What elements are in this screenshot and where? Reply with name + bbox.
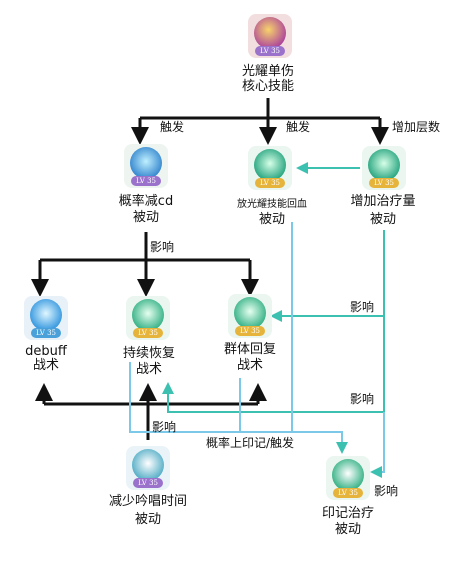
edge-label-influence-chant: 影响 bbox=[152, 420, 177, 434]
level-badge: LV 35 bbox=[255, 46, 285, 56]
level-badge: LV 35 bbox=[255, 178, 285, 188]
level-badge: LV 35 bbox=[133, 328, 163, 338]
group-heal-title: 群体回复 bbox=[223, 342, 276, 357]
group-heal-skill-icon bbox=[234, 297, 266, 329]
core-subtitle: 核心技能 bbox=[241, 79, 294, 94]
skill-node-cd[interactable]: LV 35 bbox=[124, 144, 168, 188]
core-trigger-lines bbox=[131, 98, 389, 145]
cd-influence-lines bbox=[31, 232, 259, 297]
level-badge: LV 35 bbox=[369, 178, 399, 188]
debuff-skill-icon bbox=[30, 299, 62, 331]
chant-skill-icon bbox=[132, 449, 164, 481]
level-badge: LV 35 bbox=[235, 326, 265, 336]
mark-title: 印记治疗 bbox=[321, 506, 374, 521]
group-heal-subtitle: 战术 bbox=[236, 358, 263, 373]
heal-flash-title: 放光耀技能回血 bbox=[237, 199, 307, 210]
level-badge: LV 35 bbox=[133, 478, 163, 488]
skill-node-debuff[interactable]: LV 35 bbox=[24, 296, 68, 340]
chant-title: 减少吟唱时间 bbox=[108, 494, 187, 509]
skill-node-core[interactable]: LV 35 bbox=[248, 14, 292, 58]
heal-up-subtitle: 被动 bbox=[369, 212, 396, 227]
level-badge: LV 35 bbox=[131, 176, 161, 186]
cd-skill-icon bbox=[130, 147, 162, 179]
edge-label-influence-cd: 影响 bbox=[150, 240, 175, 254]
blue-lines bbox=[129, 222, 385, 478]
mark-skill-icon bbox=[332, 459, 364, 491]
mark-subtitle: 被动 bbox=[334, 522, 361, 537]
edge-label-influence-group: 影响 bbox=[350, 300, 375, 314]
edge-label-mark-trigger: 概率上印记/触发 bbox=[206, 436, 295, 450]
skill-node-group-heal[interactable]: LV 35 bbox=[228, 294, 272, 338]
teal-lines bbox=[162, 162, 385, 413]
debuff-subtitle: 战术 bbox=[32, 358, 59, 373]
cd-subtitle: 被动 bbox=[132, 210, 159, 225]
level-badge: LV 35 bbox=[31, 328, 61, 338]
cd-title: 概率减cd bbox=[118, 194, 174, 209]
skill-node-regen[interactable]: LV 35 bbox=[126, 296, 170, 340]
debuff-title: debuff bbox=[25, 344, 67, 359]
edge-label-influence-mark: 影响 bbox=[374, 484, 399, 498]
heal-up-skill-icon bbox=[368, 149, 400, 181]
skill-node-heal-flash[interactable]: LV 35 bbox=[248, 146, 292, 190]
edge-label-trigger-b: 触发 bbox=[286, 120, 311, 134]
edge-label-influence-bottom: 影响 bbox=[350, 392, 375, 406]
core-skill-icon bbox=[254, 17, 286, 49]
regen-title: 持续恢复 bbox=[122, 346, 175, 361]
heal-flash-skill-icon bbox=[254, 149, 286, 181]
edge-label-stacks: 增加层数 bbox=[392, 120, 441, 134]
heal-up-title: 增加治疗量 bbox=[350, 194, 416, 209]
core-title: 光耀单伤 bbox=[241, 64, 294, 79]
chant-subtitle: 被动 bbox=[134, 512, 161, 527]
skill-node-heal-up[interactable]: LV 35 bbox=[362, 146, 406, 190]
regen-subtitle: 战术 bbox=[135, 362, 162, 377]
regen-skill-icon bbox=[132, 299, 164, 331]
edge-label-trigger-a: 触发 bbox=[160, 120, 185, 134]
skill-node-mark[interactable]: LV 35 bbox=[326, 456, 370, 500]
level-badge: LV 35 bbox=[333, 488, 363, 498]
skill-node-chant[interactable]: LV 35 bbox=[126, 446, 170, 490]
heal-flash-subtitle: 被动 bbox=[258, 212, 285, 227]
